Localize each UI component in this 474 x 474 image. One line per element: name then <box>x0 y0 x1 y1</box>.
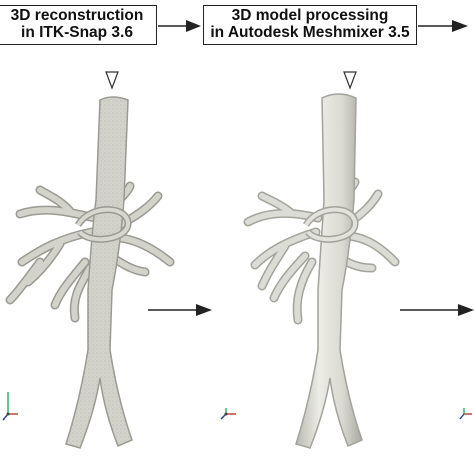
xyz-axes-icon <box>2 392 18 421</box>
vessel-model-processed <box>243 93 400 449</box>
arrow-right-icon <box>148 304 212 316</box>
step-caption-reconstruction: 3D reconstruction in ITK-Snap 3.6 <box>0 5 157 45</box>
triangle-down-icon <box>343 71 357 90</box>
arrow-right-icon <box>400 304 474 316</box>
step-caption-line: 3D reconstruction <box>10 7 144 24</box>
step-caption-processing: 3D model processing in Autodesk Meshmixe… <box>203 5 417 45</box>
step-caption-line: in ITK-Snap 3.6 <box>21 24 133 41</box>
vessel-model-raw <box>5 96 175 449</box>
arrow-right-icon <box>418 20 468 32</box>
step-caption-line: in Autodesk Meshmixer 3.5 <box>210 24 410 41</box>
triangle-down-icon <box>105 71 119 90</box>
xyz-axes-icon <box>220 408 236 420</box>
xyz-axes-icon <box>459 408 472 420</box>
step-caption-line: 3D model processing <box>231 7 389 24</box>
arrow-right-icon <box>158 20 201 32</box>
